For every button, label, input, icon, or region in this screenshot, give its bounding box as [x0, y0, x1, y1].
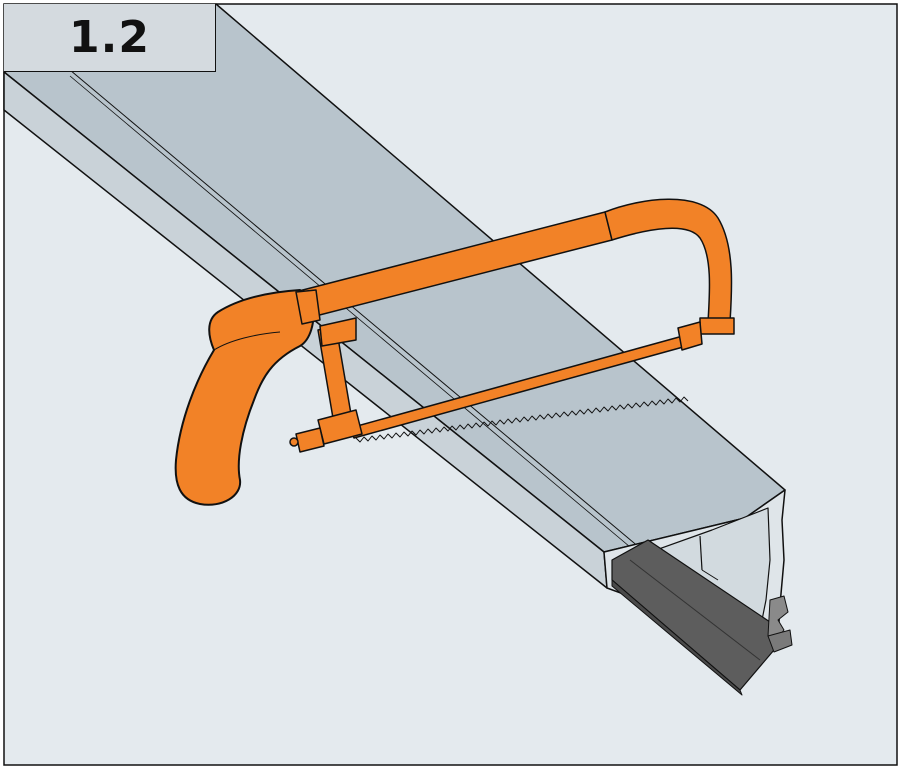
step-label-box: 1.2: [4, 4, 216, 72]
step-number: 1.2: [69, 12, 150, 63]
hacksaw-icon: [174, 198, 735, 506]
